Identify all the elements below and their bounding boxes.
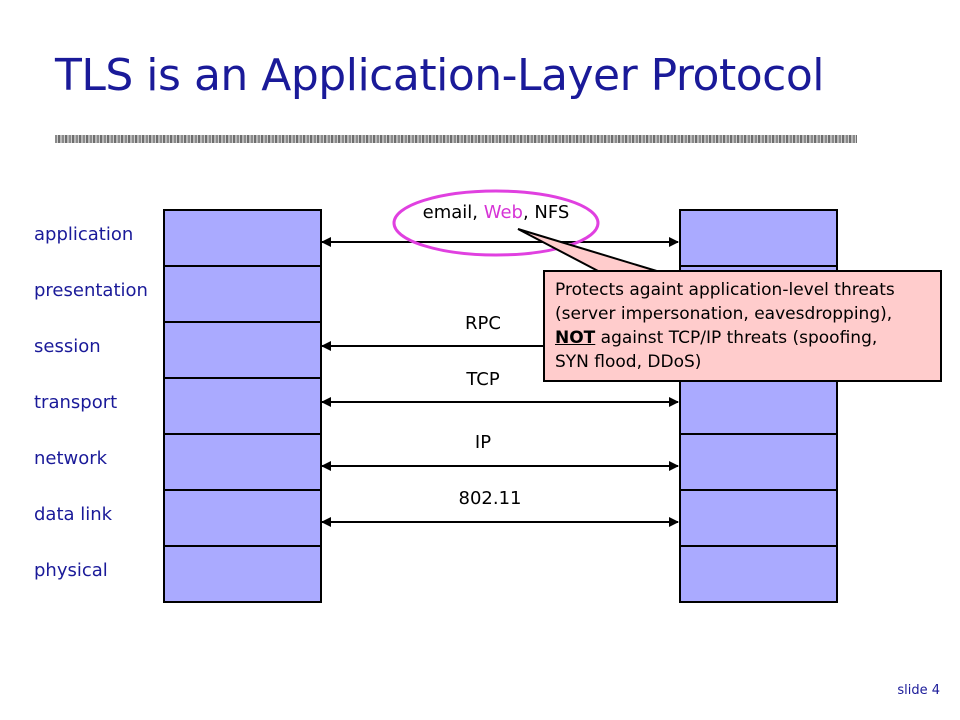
right-stack-cell-network [681, 435, 836, 491]
title-divider [55, 135, 857, 143]
session-protocol: RPC [465, 313, 501, 334]
right-stack-cell-transport [681, 379, 836, 435]
data-link-protocol: 802.11 [458, 488, 522, 509]
callout-not-emphasis: NOT [555, 328, 596, 348]
layer-label-session: session [34, 336, 101, 357]
application-protocols: email, Web, NFS [396, 202, 596, 223]
left-stack [163, 209, 322, 603]
layer-label-presentation: presentation [34, 280, 148, 301]
app-proto-email: email, [422, 202, 484, 223]
left-stack-cell-transport [165, 379, 320, 435]
slide-number: slide 4 [897, 683, 940, 698]
layer-label-data-link: data link [34, 504, 113, 525]
callout-line-4: SYN flood, DDoS) [555, 352, 702, 372]
left-stack-cell-presentation [165, 267, 320, 323]
left-stack-cell-application [165, 211, 320, 267]
left-stack-cell-session [165, 323, 320, 379]
right-stack-cell-data-link [681, 491, 836, 547]
app-proto-nfs: , NFS [522, 202, 570, 223]
application-highlight-ellipse [392, 189, 600, 257]
callout-line-3-rest: against TCP/IP threats (spoofing, [595, 328, 878, 348]
threat-callout: Protects againt application-level threat… [543, 270, 942, 382]
callout-line-3: NOT against TCP/IP threats (spoofing, [555, 326, 930, 350]
slide-title: TLS is an Application-Layer Protocol [55, 50, 824, 101]
left-stack-cell-data-link [165, 491, 320, 547]
layer-label-network: network [34, 448, 108, 469]
network-protocol: IP [474, 432, 492, 453]
left-stack-cell-network [165, 435, 320, 491]
transport-protocol: TCP [466, 369, 500, 390]
callout-line-1: Protects againt application-level threat… [555, 280, 895, 300]
layer-label-physical: physical [34, 560, 108, 581]
callout-line-2: (server impersonation, eavesdropping), [555, 304, 893, 324]
layer-label-application: application [34, 224, 134, 245]
right-stack-cell-application [681, 211, 836, 267]
app-proto-web: Web [483, 202, 523, 223]
layer-label-transport: transport [34, 392, 118, 413]
